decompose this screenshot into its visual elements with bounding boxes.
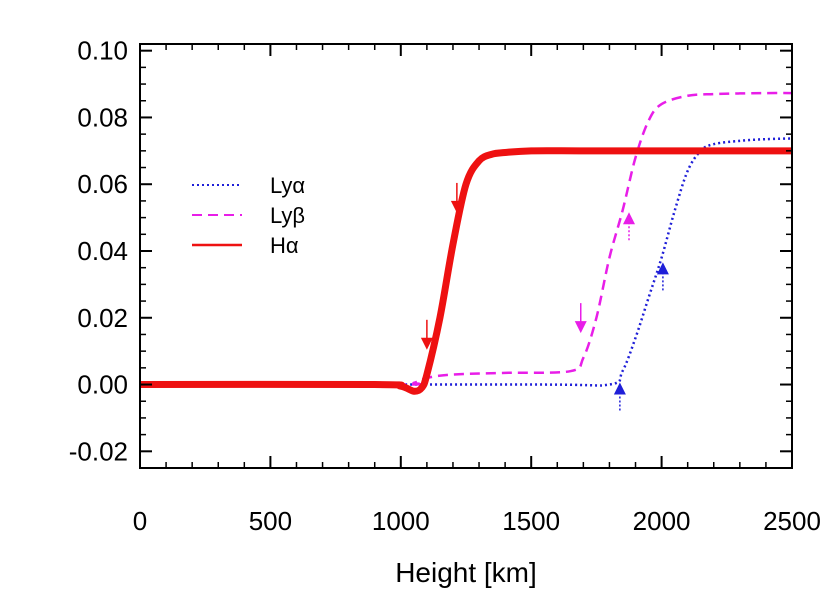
arrow-marker-5 xyxy=(656,262,669,293)
tick-layer: 0 500 1000 1500 2000 2500 -0.02 0.00 0.02 0.04 0.0… xyxy=(69,36,821,536)
x-tick-label: 2500 xyxy=(763,506,821,536)
plot-frame xyxy=(139,43,793,469)
arrow-head xyxy=(656,262,669,275)
y-tick-label: 0.08 xyxy=(77,102,128,132)
y-tick-label: 0.00 xyxy=(77,370,128,400)
marker-layer xyxy=(420,182,669,413)
arrow-head xyxy=(613,382,626,395)
arrow-marker-6 xyxy=(613,382,626,413)
x-tick-label: 1500 xyxy=(502,506,560,536)
arrow-head xyxy=(450,200,463,213)
series-line-1 xyxy=(140,137,793,387)
y-tick-label: 0.10 xyxy=(77,36,128,66)
arrow-head xyxy=(623,212,635,225)
y-tick-label: 0.02 xyxy=(77,303,128,333)
arrow-head xyxy=(420,337,433,350)
x-tick-label: 2000 xyxy=(633,506,691,536)
x-axis-title: Height [km] xyxy=(395,557,537,588)
y-tick-label: -0.02 xyxy=(69,436,128,466)
x-tick-label: 1000 xyxy=(372,506,430,536)
arrow-marker-1 xyxy=(450,182,463,213)
arrow-marker-3 xyxy=(574,303,587,334)
series-layer xyxy=(139,91,793,395)
arrow-marker-4 xyxy=(623,212,635,243)
y-tick-label: 0.06 xyxy=(77,169,128,199)
x-tick-label: 500 xyxy=(249,506,292,536)
series-line-2 xyxy=(139,91,793,386)
y-tick-label: 0.04 xyxy=(77,236,128,266)
x-tick-label: 0 xyxy=(133,506,147,536)
arrow-head xyxy=(574,321,587,334)
legend-label: Lyβ xyxy=(270,203,305,228)
legend-label: Lyα xyxy=(270,173,305,198)
series-line-3 xyxy=(139,147,792,395)
legend-label: Hα xyxy=(270,233,299,258)
arrow-marker-2 xyxy=(420,319,433,350)
